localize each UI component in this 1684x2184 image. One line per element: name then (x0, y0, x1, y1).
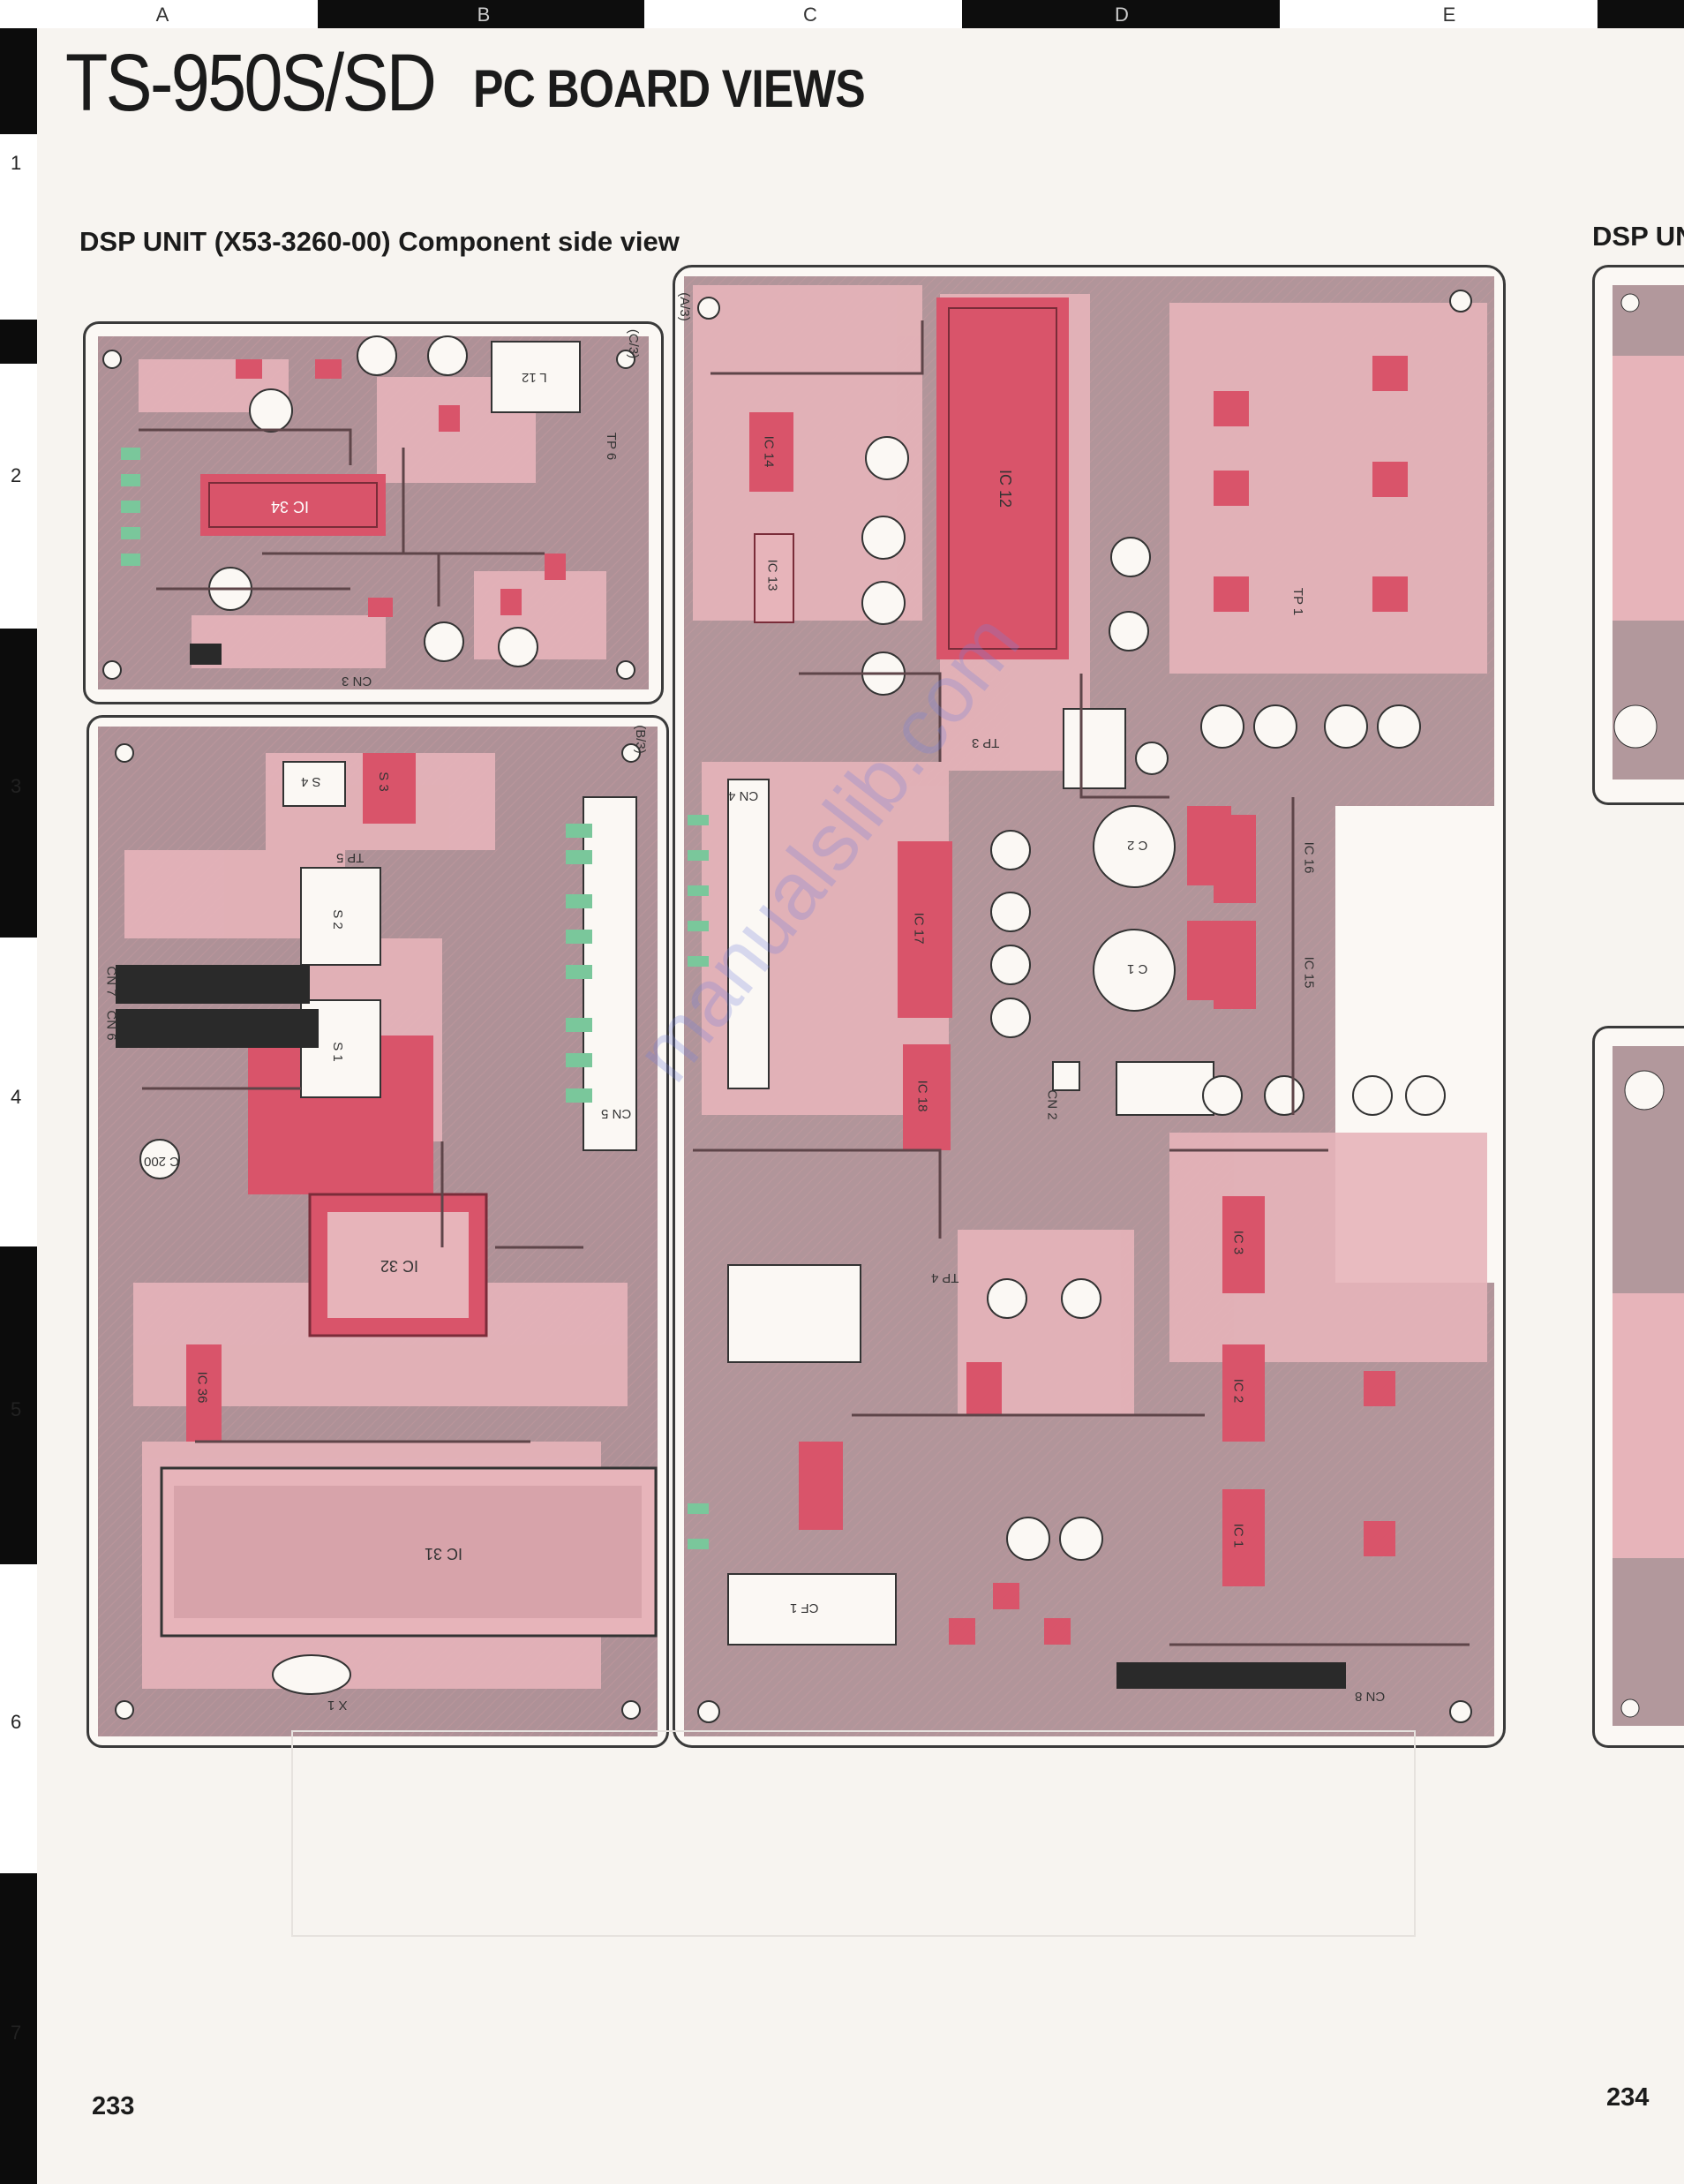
cf1-label: CF 1 (790, 1600, 819, 1615)
cn7-label: CN 7 (103, 966, 119, 997)
ic2-label: IC 2 (1230, 1378, 1246, 1404)
column-label-b: B (477, 4, 491, 26)
cn2-label: CN 2 (1044, 1089, 1060, 1120)
s3-label: S 3 (375, 772, 391, 792)
tp1-label: TP 1 (1290, 587, 1306, 616)
row-label-6: 6 (11, 1711, 22, 1733)
section-title: PC BOARD VIEWS (473, 59, 866, 118)
board-b-tag: (B/3) (632, 725, 648, 754)
row-label-3: 3 (11, 775, 22, 797)
cn5-label: CN 5 (601, 1106, 632, 1121)
board-a: (A/3) IC 12 IC 14 IC 13 IC 17 IC 18 IC 1… (673, 265, 1506, 1748)
ic3-label: IC 3 (1230, 1230, 1246, 1255)
ic17-label: IC 17 (911, 912, 927, 945)
row-label-7: 7 (11, 2022, 22, 2044)
row-label-4: 4 (11, 1086, 22, 1108)
board-c: (C/3) IC 34 CN 3 TP 6 L 12 (83, 321, 664, 704)
board-a-tag: (A/3) (676, 292, 692, 321)
column-label-a: A (155, 4, 169, 26)
model-title: TS-950S/SD (65, 38, 437, 128)
next-page-board-top (1592, 265, 1684, 805)
board-b-artwork (98, 727, 658, 1736)
ic18-label: IC 18 (914, 1080, 930, 1112)
unit-title: DSP UNIT (X53-3260-00) Component side vi… (79, 226, 680, 257)
c200-label: C 200 (144, 1154, 180, 1169)
board-b: (B/3) S 4 S 3 S 2 S 1 TP 5 CN 5 CN 6 CN … (86, 715, 669, 1748)
s1-label: S 1 (329, 1042, 345, 1062)
ic12-label: IC 12 (996, 469, 1015, 508)
ic36-label: IC 36 (194, 1371, 210, 1404)
tp6-label: TP 6 (604, 432, 620, 461)
ic14-label: IC 14 (761, 435, 777, 468)
page-number-left: 233 (92, 2092, 135, 2120)
board-a-artwork (684, 276, 1503, 1736)
faded-background-print (291, 1730, 1416, 1937)
row-label-5: 5 (11, 1398, 22, 1420)
ic1-label: IC 1 (1230, 1523, 1246, 1548)
column-label-e: E (1442, 4, 1456, 26)
ic13-label: IC 13 (764, 559, 780, 591)
ic15-label: IC 15 (1301, 956, 1317, 989)
c2-label: C 2 (1127, 838, 1148, 853)
s4-label: S 4 (301, 774, 321, 789)
tp5-label: TP 5 (336, 850, 365, 865)
row-index-bar: 1 2 3 4 5 6 7 (0, 28, 37, 2184)
cn8-label: CN 8 (1355, 1689, 1386, 1704)
next-page-board-bottom (1592, 1026, 1684, 1748)
s2-label: S 2 (329, 909, 345, 930)
row-label-1: 1 (11, 152, 22, 174)
column-label-c: C (803, 4, 817, 26)
l12-label: L 12 (522, 370, 547, 385)
cn4-label: CN 4 (728, 788, 759, 803)
board-c-tag: (C/3) (626, 328, 642, 359)
page-number-right: 234 (1606, 2083, 1650, 2112)
ic32-label: IC 32 (380, 1257, 419, 1275)
cn6-label: CN 6 (103, 1010, 119, 1041)
cn3-label: CN 3 (342, 674, 372, 689)
ic16-label: IC 16 (1301, 841, 1317, 874)
column-index-bar: A B C D E (0, 0, 1684, 28)
ic34-label: IC 34 (271, 498, 310, 516)
next-page-unit-title: DSP UN (1592, 221, 1684, 252)
tp4-label: TP 4 (931, 1270, 959, 1285)
tp3-label: TP 3 (972, 735, 1000, 750)
column-label-d: D (1115, 4, 1129, 26)
ic31-label: IC 31 (425, 1545, 463, 1563)
x1-label: X 1 (327, 1698, 348, 1713)
c1-label: C 1 (1127, 961, 1148, 976)
row-label-2: 2 (11, 464, 22, 486)
board-c-artwork (98, 335, 649, 689)
